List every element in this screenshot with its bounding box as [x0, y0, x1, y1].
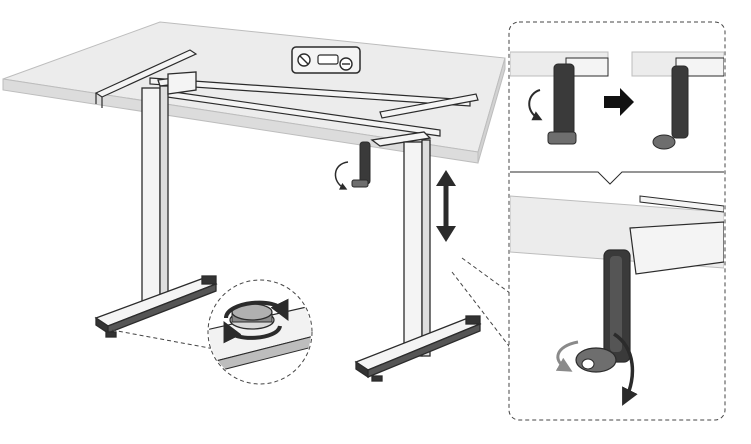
- foot-leveling-detail: [207, 279, 313, 385]
- crank-fold-detail: [510, 51, 724, 150]
- step-arrow-icon: [604, 88, 634, 116]
- right-leg: [370, 131, 432, 357]
- rotate-arrow-icon: [223, 298, 289, 344]
- left-foot: [94, 275, 218, 338]
- crank-turn-arrow-icon: [555, 332, 638, 406]
- desk-overview: [2, 21, 515, 382]
- detail-callout: [508, 21, 726, 421]
- spirit-level-icon: [291, 46, 361, 74]
- leader-lines: [111, 257, 515, 351]
- height-adjust-arrow-icon: [436, 170, 456, 242]
- left-leg: [141, 71, 197, 307]
- panel-divider: [510, 171, 724, 185]
- crank-handle-icon: [334, 141, 371, 190]
- crank-turn-detail: [510, 195, 724, 406]
- frame-crossbars: [94, 49, 479, 137]
- right-foot: [354, 315, 482, 382]
